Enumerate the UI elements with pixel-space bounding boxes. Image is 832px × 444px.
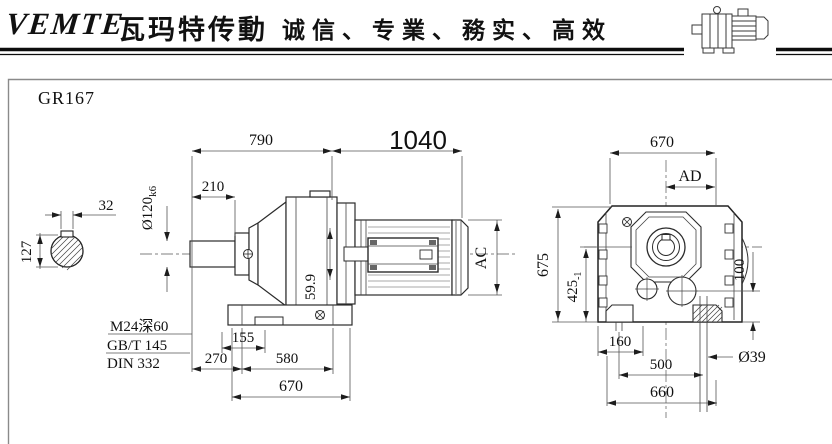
dim-675: 675 [535, 253, 552, 277]
top-screw [622, 217, 632, 227]
tap-note-2: GB/T 145 [107, 338, 167, 354]
dim-210: 210 [202, 179, 225, 195]
end-view: 670 AD 675 425-1 100 160 500 660 Ø39 [535, 134, 766, 418]
bolt-hole-lines [615, 296, 708, 412]
drawing-frame [7, 78, 832, 444]
side-view: 790 1040 210 Ø120k6 59.9 M24深60 GB/T 145… [106, 125, 515, 401]
dim-shaft-dia-tol: k6 [147, 185, 159, 197]
dim-shaft-dia: Ø120 [140, 197, 156, 230]
dim-ac: AC [473, 247, 490, 269]
output-boss [630, 211, 702, 283]
tap-note-3: DIN 332 [107, 356, 160, 372]
dim-425-label: 425-1 [565, 272, 584, 303]
fan-cowl [451, 219, 469, 296]
shaft-section-view: 32 127 [19, 198, 116, 271]
brand-slogan: 诚信、专業、務实、高效 [282, 18, 612, 43]
foot-pad-right [692, 304, 723, 323]
side-bulge [741, 237, 749, 285]
brand-name-chinese: 瓦玛特传動 [118, 15, 268, 45]
gearbox-foot [227, 304, 353, 326]
dim-160: 160 [609, 334, 632, 350]
dim-shaft-dia-label: Ø120k6 [140, 185, 159, 230]
dim-660: 660 [650, 384, 674, 401]
end-dim-lines [552, 152, 760, 406]
dim-59-9: 59.9 [303, 274, 319, 300]
keyway [60, 230, 74, 238]
housing-ribs [598, 223, 734, 308]
dim-270: 270 [205, 351, 228, 367]
dim-500: 500 [650, 357, 673, 373]
dim-670-end: 670 [650, 134, 674, 151]
motor-body [343, 219, 469, 296]
tap-note-1: M24深60 [110, 318, 168, 335]
dim-1040-red: 1040 [389, 125, 447, 155]
bore-keyway [661, 234, 671, 241]
page-header: VEMTE 瓦玛特传動 诚信、专業、務实、高效 [0, 0, 832, 60]
dim-425-tol: -1 [573, 272, 584, 280]
side-dim-lines [106, 150, 502, 401]
model-label: GR167 [38, 88, 95, 108]
gearbox-body [189, 190, 356, 311]
dim-shaft-diameter: 127 [19, 240, 35, 263]
dim-425: 425 [565, 280, 581, 303]
dim-580: 580 [276, 351, 299, 367]
foot-pad-left [605, 304, 634, 323]
lower-bores [635, 275, 698, 307]
dim-670-side: 670 [279, 378, 303, 395]
gearmotor-icon [684, 0, 776, 60]
dim-hole-39: Ø39 [738, 349, 766, 366]
section-hatching [50, 234, 84, 271]
dim-155: 155 [232, 330, 255, 346]
dim-100: 100 [732, 259, 748, 282]
dim-ad: AD [678, 168, 701, 185]
hub-center-mark [243, 249, 253, 259]
dim-790: 790 [249, 132, 273, 149]
dim-key-width: 32 [99, 198, 114, 214]
